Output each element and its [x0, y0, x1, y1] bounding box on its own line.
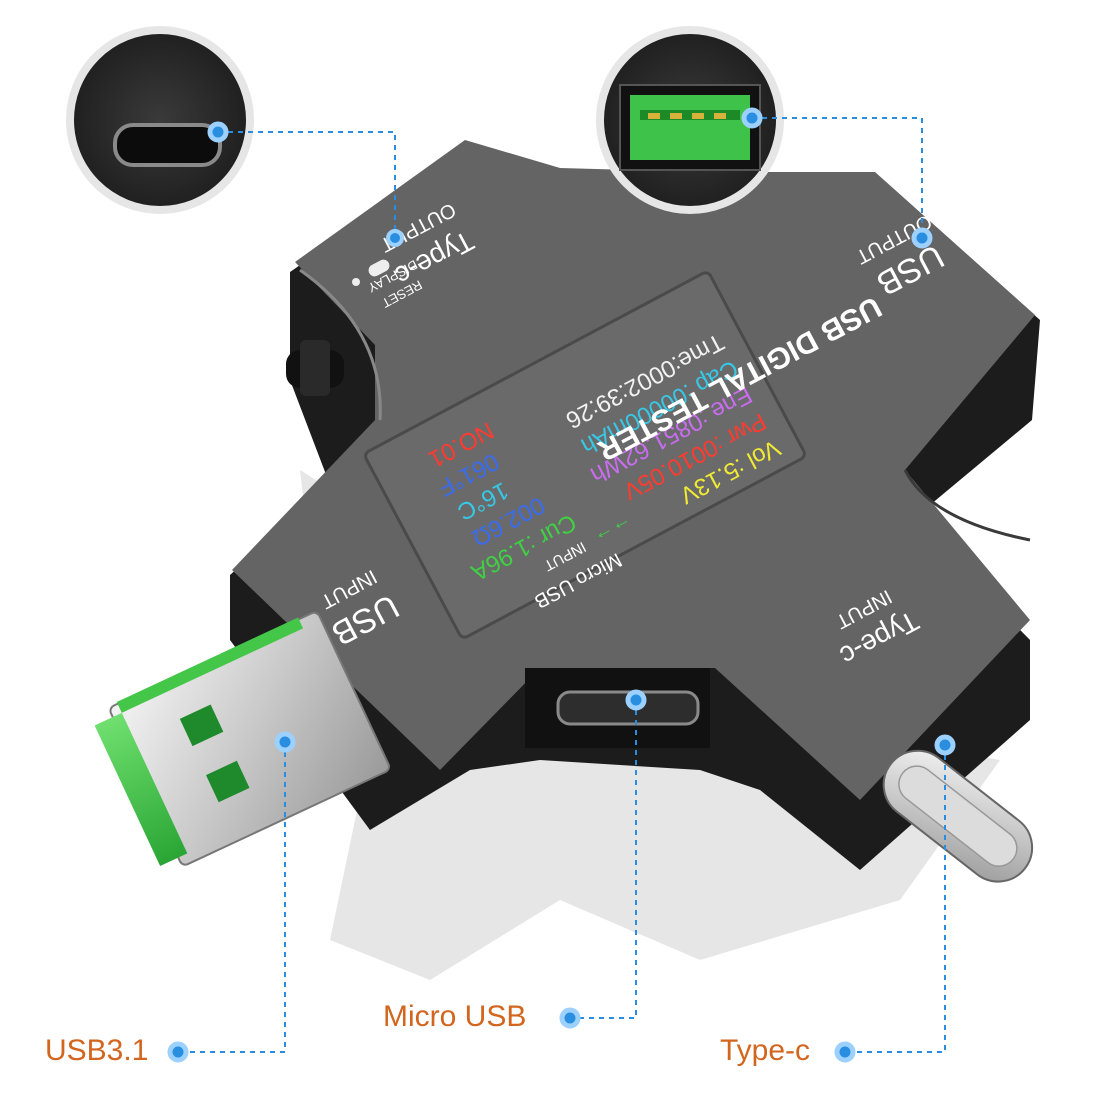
callout-micro-usb: Micro USB	[383, 1000, 527, 1033]
callout-dot	[934, 734, 956, 756]
usb-contact	[179, 704, 224, 747]
callout-dot	[167, 1041, 189, 1063]
usb-a-plug	[94, 611, 390, 867]
reflection	[300, 470, 1000, 980]
usb-c-plug	[882, 749, 1034, 883]
reset-button[interactable]	[366, 258, 391, 279]
micro-usb-port[interactable]	[525, 668, 710, 748]
callout-dot	[386, 229, 404, 247]
lcd-screen: Vol :5.13V Pwr :0010.05V Cur :1.96A Ene …	[364, 271, 806, 639]
callout-typec: Type-c	[720, 1034, 811, 1067]
callout-usb31: USB3.1	[45, 1034, 149, 1067]
callout-dot	[274, 731, 296, 753]
usb-contact	[206, 760, 250, 803]
callout-dot	[559, 1007, 581, 1029]
callout-dot	[741, 107, 763, 129]
typec-port-zoom	[66, 26, 254, 214]
side-switch[interactable]	[286, 340, 344, 396]
callout-dot	[207, 121, 229, 143]
usb-port-zoom	[596, 26, 784, 214]
callout-dots	[167, 107, 956, 1063]
callout-dot	[911, 227, 933, 249]
callout-dot	[625, 689, 647, 711]
callout-lines	[178, 117, 946, 1053]
callout-dot	[834, 1041, 856, 1063]
display-indicator	[352, 278, 360, 286]
